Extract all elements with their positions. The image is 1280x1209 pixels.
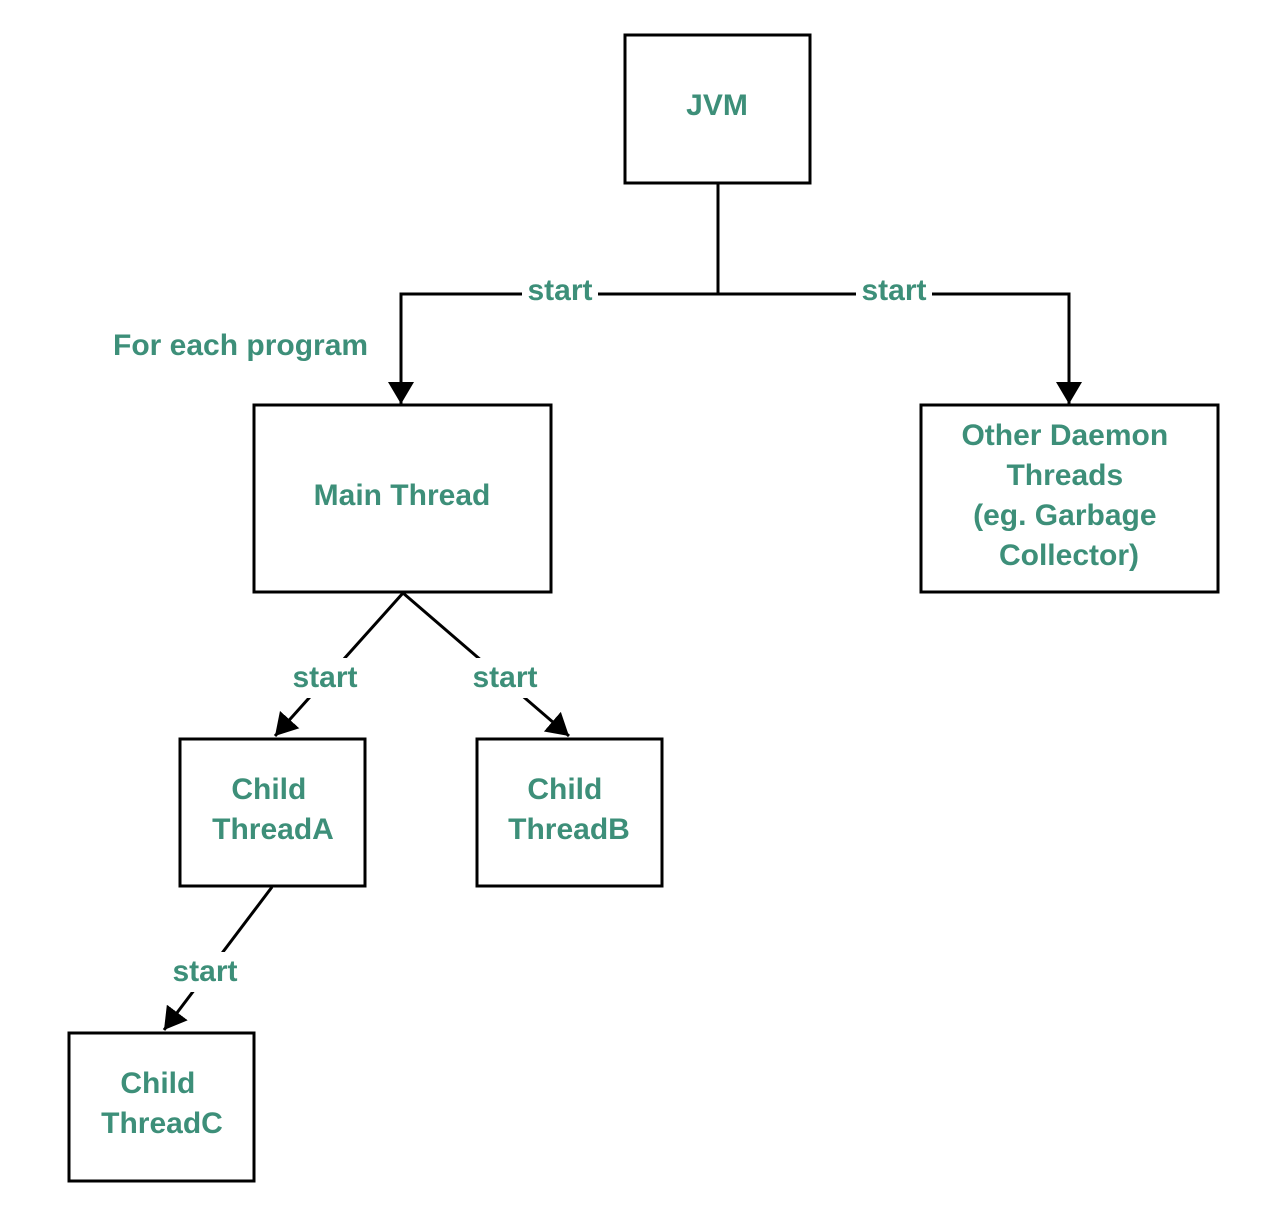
node-child-a-line: Child (231, 773, 306, 806)
edge-label-child-a-to-child-c: start (164, 952, 246, 992)
edge-label-main-to-child-b: start (464, 658, 546, 698)
node-jvm-label: JVM (686, 89, 748, 122)
node-child-thread-b: Child ThreadB (475, 737, 664, 888)
node-daemon-line: (eg. Garbage (973, 499, 1156, 532)
node-daemon-line: Threads (1006, 459, 1123, 492)
for-each-program-note: For each program (113, 329, 368, 362)
node-child-thread-a: Child ThreadA (178, 737, 367, 888)
node-jvm: JVM (623, 33, 812, 185)
node-daemon-line: Collector) (999, 539, 1139, 572)
node-child-thread-c: Child ThreadC (67, 1031, 256, 1183)
node-jvm-line: JVM (686, 89, 748, 122)
node-child-a-line: ThreadA (212, 813, 334, 846)
node-child-b-line: ThreadB (508, 813, 630, 846)
node-daemon-line: Other Daemon (961, 419, 1168, 452)
node-main-thread: Main Thread (252, 403, 553, 594)
node-child-b-line: Child (527, 773, 602, 806)
node-child-c-label: Child ThreadC (101, 1067, 223, 1140)
edge-label-text: start (292, 661, 357, 694)
edge-label-text: start (172, 955, 237, 988)
node-child-b-label: Child ThreadB (508, 773, 630, 846)
node-daemon-threads: Other Daemon Threads (eg. Garbage Collec… (919, 403, 1220, 594)
edge-jvm-to-main-thread (388, 292, 718, 404)
edge-label-jvm-to-daemon: start (856, 272, 932, 308)
edge-jvm-to-daemon-threads (718, 292, 1082, 404)
node-daemon-threads-label: Other Daemon Threads (eg. Garbage Collec… (961, 419, 1176, 572)
node-child-a-label: Child ThreadA (212, 773, 334, 846)
edge-label-text: start (527, 274, 592, 307)
edge-label-jvm-to-main: start (522, 272, 598, 308)
node-child-c-line: Child (120, 1067, 195, 1100)
node-child-c-line: ThreadC (101, 1107, 223, 1140)
edge-label-text: start (861, 274, 926, 307)
node-main-thread-line: Main Thread (314, 479, 491, 512)
edge-label-text: start (472, 661, 537, 694)
edge-label-main-to-child-a: start (284, 658, 366, 698)
node-main-thread-label: Main Thread (314, 479, 491, 512)
